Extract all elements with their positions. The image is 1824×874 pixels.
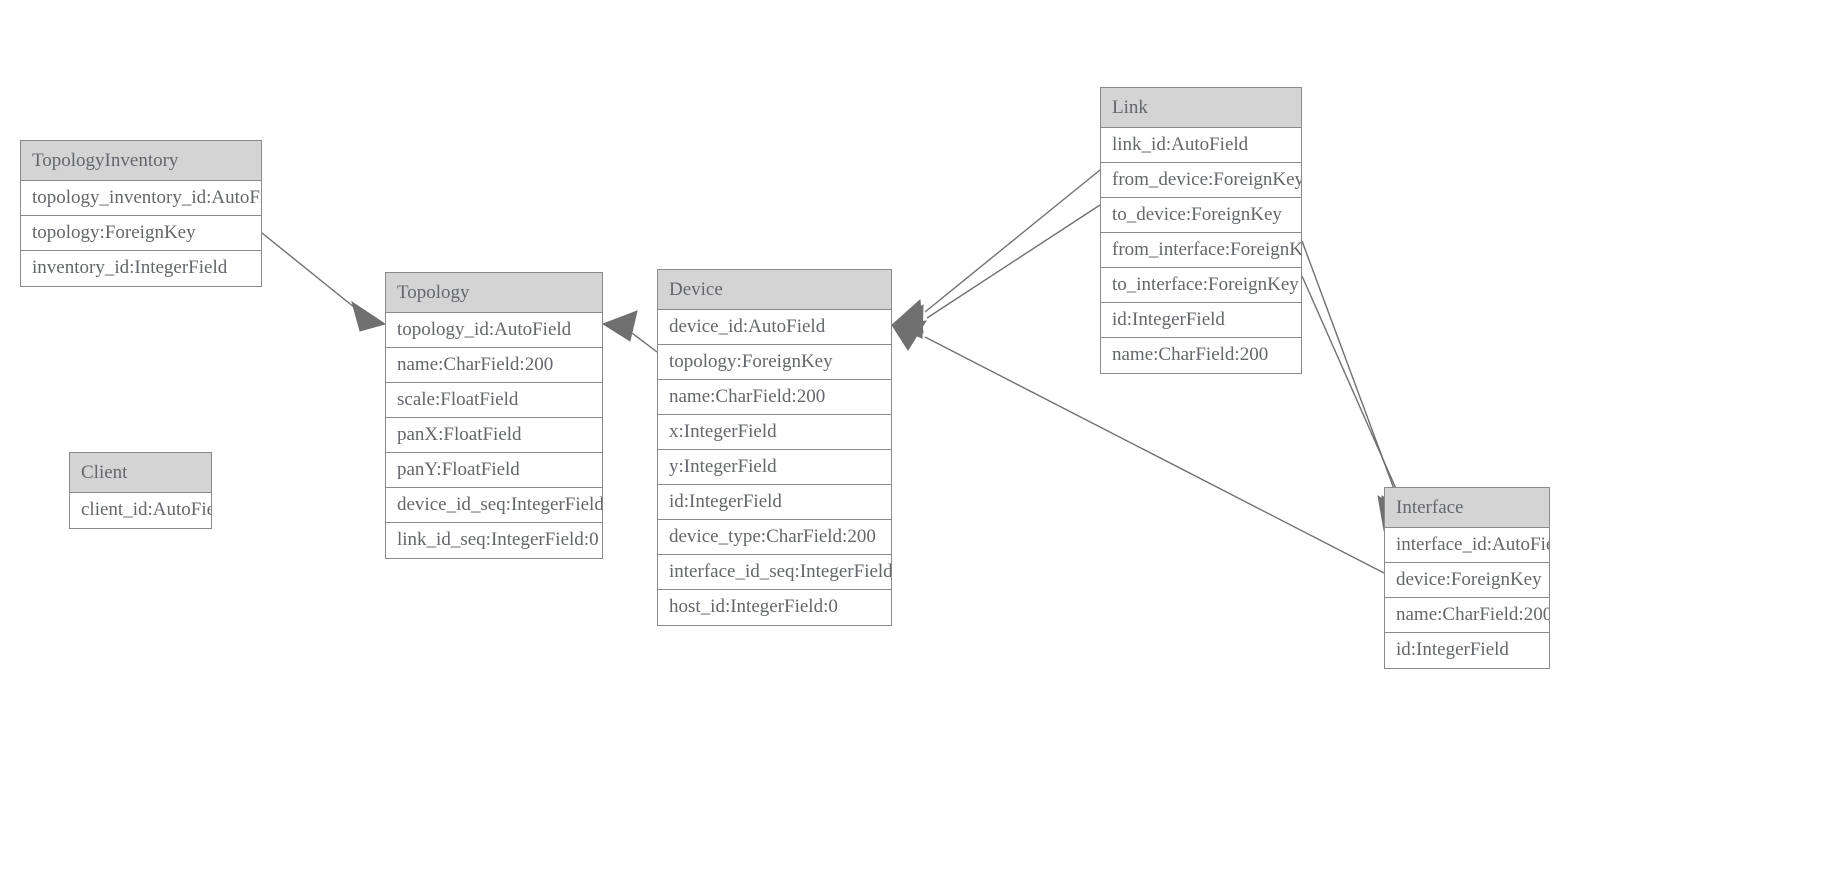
entity-title-topology: Topology	[386, 273, 602, 313]
entity-field-row: link_id_seq:IntegerField:0	[397, 529, 599, 550]
entity-field-row: id:IntegerField	[1396, 639, 1509, 660]
entity-field-row: device_type:CharField:200	[658, 520, 891, 555]
entity-field-row: from_device:ForeignKey	[1101, 163, 1301, 198]
relation-arrowhead-icon	[351, 300, 387, 332]
entity-field-row: interface_id_seq:IntegerField:0	[658, 555, 891, 590]
relation-link-from_device-to-device	[890, 169, 1101, 334]
relation-link-to_device-to-device	[890, 204, 1101, 339]
entity-field-row: device_id_seq:IntegerField:0	[386, 488, 602, 523]
relation-line	[926, 204, 1101, 319]
entity-interface[interactable]: Interfaceinterface_id:AutoFielddevice:Fo…	[1384, 487, 1550, 669]
entity-title-client: Client	[70, 453, 211, 493]
entity-field-row: x:IntegerField	[658, 415, 891, 450]
entity-title-interface: Interface	[1385, 488, 1549, 528]
relation-line	[1301, 240, 1398, 498]
entity-field-row: name:CharField:200	[386, 348, 602, 383]
relation-line	[627, 329, 658, 353]
entity-field-row: y:IntegerField	[658, 450, 891, 485]
relation-arrowhead-icon	[890, 298, 924, 334]
relation-line	[1301, 275, 1402, 501]
relation-line	[261, 232, 366, 317]
relation-topology_inventory-to-topology	[261, 232, 387, 332]
entity-field-row: name:CharField:200	[658, 380, 891, 415]
entity-field-row: id:IntegerField	[1101, 303, 1301, 338]
entity-field-row: from_interface:ForeignKey	[1101, 233, 1301, 268]
relation-arrowhead-icon	[890, 304, 924, 339]
entity-field-row: scale:FloatField	[386, 383, 602, 418]
entity-field-row: name:CharField:200	[1112, 344, 1269, 365]
entity-field-row: to_device:ForeignKey	[1101, 198, 1301, 233]
entity-field-row: id:IntegerField	[658, 485, 891, 520]
entity-title-topology_inventory: TopologyInventory	[21, 141, 261, 181]
entity-field-row: device_id:AutoField	[658, 310, 891, 345]
entity-client[interactable]: Client client_id:AutoField	[69, 452, 212, 529]
entity-field-row: host_id:IntegerField:0	[669, 596, 838, 617]
entity-field-row: link_id:AutoField	[1101, 128, 1301, 163]
relation-arrowhead-icon	[601, 310, 638, 342]
relation-line	[924, 169, 1101, 313]
entity-field-row: topology_id:AutoField	[386, 313, 602, 348]
entity-field-row: name:CharField:200	[1385, 598, 1549, 633]
relation-arrowhead-icon	[891, 320, 927, 351]
entity-field-row: topology_inventory_id:AutoField	[21, 181, 261, 216]
entity-field-row: to_interface:ForeignKey	[1101, 268, 1301, 303]
entity-field-row: device:ForeignKey	[1385, 563, 1549, 598]
entity-field-row: topology:ForeignKey	[658, 345, 891, 380]
entity-field-row: client_id:AutoField	[81, 499, 211, 520]
entity-title-device: Device	[658, 270, 891, 310]
entity-field-row: panY:FloatField	[386, 453, 602, 488]
relation-device-to-topology	[601, 310, 658, 353]
entity-field-row: interface_id:AutoField	[1385, 528, 1549, 563]
entity-title-link: Link	[1101, 88, 1301, 128]
entity-field-row: inventory_id:IntegerField	[32, 257, 228, 278]
entity-field-row: topology:ForeignKey	[21, 216, 261, 251]
entity-field-row: panX:FloatField	[386, 418, 602, 453]
